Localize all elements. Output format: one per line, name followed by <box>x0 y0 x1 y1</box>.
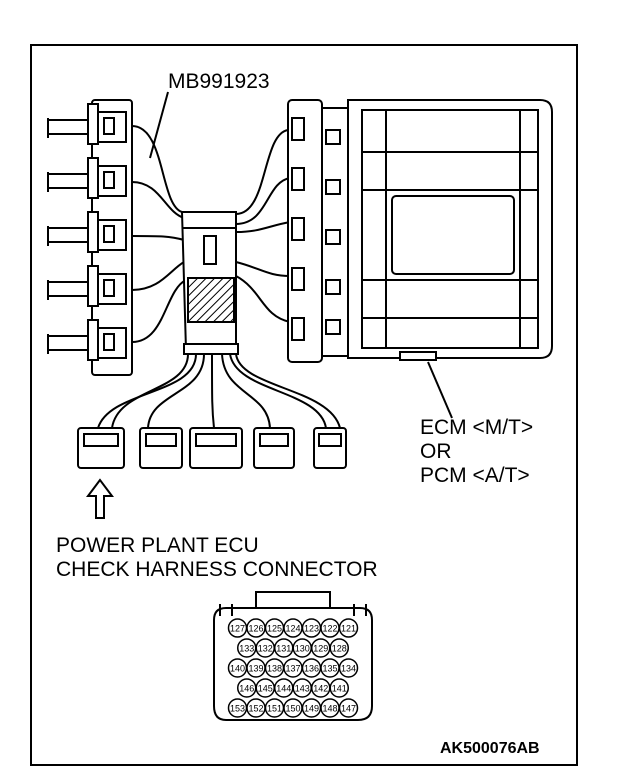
tool-label: MB991923 <box>168 70 270 93</box>
up-arrow-icon <box>86 478 114 519</box>
pin-label-138: 138 <box>267 664 282 674</box>
pin-label-134: 134 <box>341 664 356 674</box>
connector-caption-line2: CHECK HARNESS CONNECTOR <box>56 558 378 581</box>
pin-label-140: 140 <box>230 664 245 674</box>
pin-label-131: 131 <box>276 644 291 654</box>
pin-label-125: 125 <box>267 624 282 634</box>
pin-label-135: 135 <box>322 664 337 674</box>
pin-label-127: 127 <box>230 624 245 634</box>
harness-bundle <box>180 211 239 355</box>
pin-label-148: 148 <box>322 704 337 714</box>
pin-label-129: 129 <box>313 644 328 654</box>
pin-label-128: 128 <box>332 644 347 654</box>
pin-label-152: 152 <box>248 704 263 714</box>
pin-label-142: 142 <box>313 684 328 694</box>
ecm-label-line2: OR <box>420 440 452 463</box>
pin-134 <box>338 658 359 678</box>
figure-code: AK500076AB <box>440 740 540 757</box>
pin-121 <box>338 618 359 638</box>
pin-label-122: 122 <box>322 624 337 634</box>
pin-label-147: 147 <box>341 704 356 714</box>
pin-label-133: 133 <box>239 644 254 654</box>
pin-label-144: 144 <box>276 684 291 694</box>
ecm-unit <box>347 99 553 361</box>
pin-label-149: 149 <box>304 704 319 714</box>
pin-label-151: 151 <box>267 704 282 714</box>
pin-147 <box>338 698 359 718</box>
tool-leader-line <box>149 91 169 159</box>
left-connector-stack <box>87 99 133 376</box>
ecm-leader-line <box>427 361 453 419</box>
pin-label-146: 146 <box>239 684 254 694</box>
pin-label-123: 123 <box>304 624 319 634</box>
ecm-label-line3: PCM <A/T> <box>420 464 530 487</box>
left-wire-stubs <box>47 118 88 354</box>
pin-label-132: 132 <box>258 644 273 654</box>
pin-label-139: 139 <box>248 664 263 674</box>
pin-label-153: 153 <box>230 704 245 714</box>
pin-label-150: 150 <box>285 704 300 714</box>
pin-label-143: 143 <box>295 684 310 694</box>
ecm-label-line1: ECM <M/T> <box>420 416 534 439</box>
diagram-frame <box>30 44 578 766</box>
pin-label-137: 137 <box>285 664 300 674</box>
pin-141 <box>329 678 349 698</box>
connector-caption-line1: POWER PLANT ECU <box>56 534 259 557</box>
ecm-connector-clamp <box>287 99 349 363</box>
lower-connectors <box>77 427 347 469</box>
pin-label-124: 124 <box>285 624 300 634</box>
ecm-harness-wires <box>235 129 291 323</box>
pin-label-141: 141 <box>332 684 347 694</box>
pin-128 <box>329 638 349 658</box>
pin-label-145: 145 <box>258 684 273 694</box>
pin-label-126: 126 <box>248 624 263 634</box>
pin-label-130: 130 <box>295 644 310 654</box>
pin-label-136: 136 <box>304 664 319 674</box>
left-harness-wires <box>131 125 187 343</box>
pin-label-121: 121 <box>341 624 356 634</box>
lower-harness-wires <box>97 353 341 429</box>
